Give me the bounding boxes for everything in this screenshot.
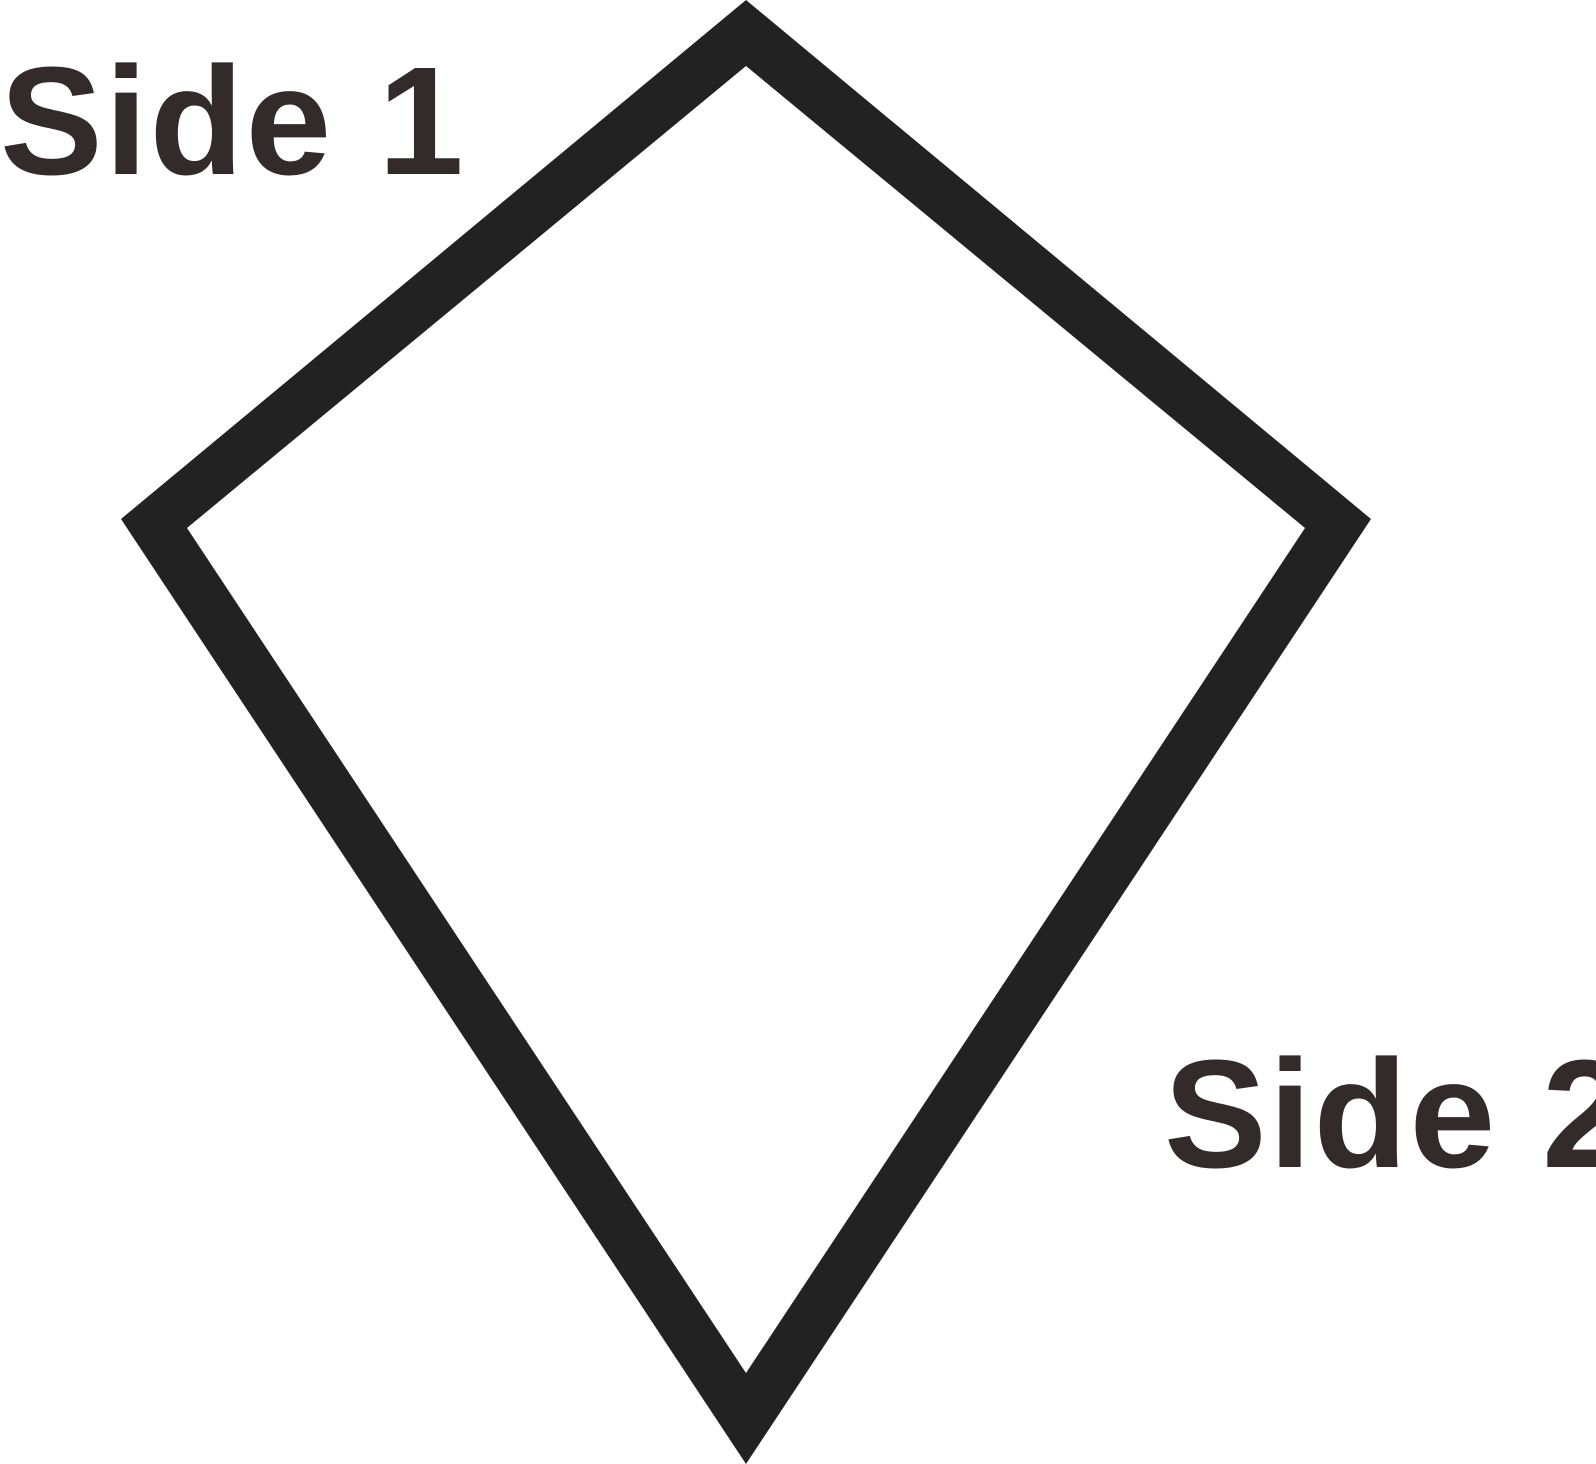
- side-1-label: Side 1: [0, 35, 466, 207]
- side-2-label: Side 2: [1164, 1028, 1596, 1200]
- kite-outline: [121, 0, 1371, 1464]
